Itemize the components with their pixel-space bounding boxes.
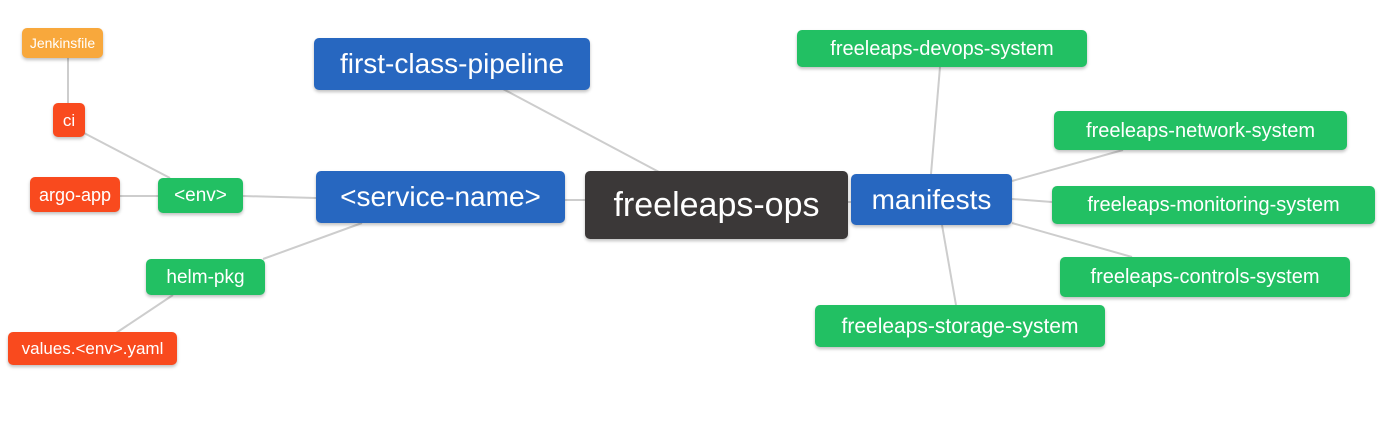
node-env[interactable]: <env> (158, 178, 243, 213)
edge-env-service-name (242, 195, 317, 199)
edge-helm-pkg-values-env-yaml (115, 294, 174, 334)
edge-manifests-monitoring-system (1011, 198, 1053, 203)
edge-manifests-controls-system (1011, 222, 1133, 258)
edge-manifests-network-system (1011, 149, 1124, 182)
node-freeleaps-monitoring-system[interactable]: freeleaps-monitoring-system (1052, 186, 1375, 224)
edge-manifests-devops-system (930, 66, 941, 175)
edge-ci-env (83, 132, 171, 179)
node-freeleaps-ops[interactable]: freeleaps-ops (585, 171, 848, 239)
node-values-env-yaml[interactable]: values.<env>.yaml (8, 332, 177, 365)
node-argo-app[interactable]: argo-app (30, 177, 120, 212)
node-freeleaps-storage-system[interactable]: freeleaps-storage-system (815, 305, 1105, 347)
edge-first-class-pipeline-ops (502, 88, 660, 173)
edge-service-name-helm-pkg (262, 222, 363, 260)
node-service-name[interactable]: <service-name> (316, 171, 565, 223)
edge-manifests-storage-system (941, 224, 957, 306)
node-first-class-pipeline[interactable]: first-class-pipeline (314, 38, 590, 90)
node-ci[interactable]: ci (53, 103, 85, 137)
node-manifests[interactable]: manifests (851, 174, 1012, 225)
node-freeleaps-controls-system[interactable]: freeleaps-controls-system (1060, 257, 1350, 297)
node-jenkinsfile[interactable]: Jenkinsfile (22, 28, 103, 58)
node-helm-pkg[interactable]: helm-pkg (146, 259, 265, 295)
node-freeleaps-network-system[interactable]: freeleaps-network-system (1054, 111, 1347, 150)
node-freeleaps-devops-system[interactable]: freeleaps-devops-system (797, 30, 1087, 67)
